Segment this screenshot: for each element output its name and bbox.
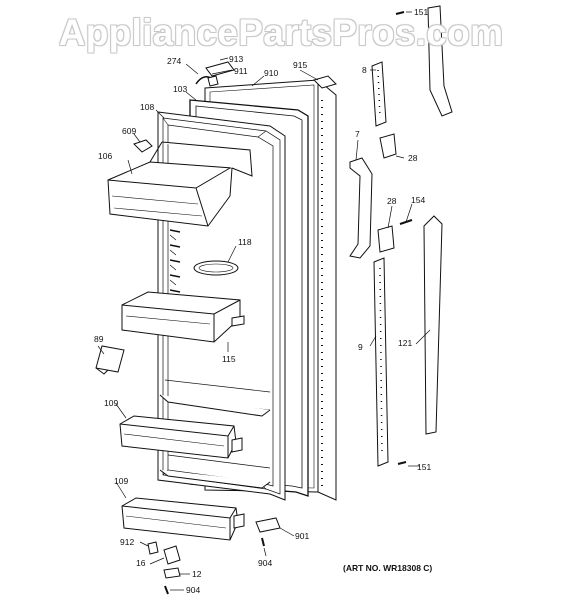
callout-911: 911 [234, 66, 248, 76]
door-bin-109-upper [119, 415, 243, 459]
part-118 [193, 260, 239, 276]
callout-912: 912 [120, 537, 134, 547]
dairy-compartment-106 [107, 141, 253, 227]
door-bin-109-lower [121, 497, 245, 541]
part-89 [95, 345, 125, 373]
callout-103: 103 [173, 84, 187, 94]
callout-915: 915 [293, 60, 307, 70]
callout-12: 12 [192, 569, 202, 579]
part-609 [133, 139, 153, 153]
callout-108: 108 [140, 102, 154, 112]
callout-109b: 109 [114, 476, 128, 486]
part-28-lower [377, 225, 395, 253]
callout-115: 115 [222, 354, 236, 364]
callout-274: 274 [167, 56, 181, 66]
part-28-upper [379, 133, 397, 159]
callout-89: 89 [94, 334, 104, 344]
callout-151a: 151 [414, 7, 428, 17]
part-901 [255, 517, 281, 533]
part-911 [207, 75, 219, 87]
callout-904b: 904 [186, 585, 200, 595]
art-number-label: (ART NO. WR18308 C) [343, 563, 433, 573]
part-12 [163, 567, 181, 579]
callout-labels: 151 913 274 911 910 915 8 103 108 609 10… [94, 7, 431, 595]
callout-901: 901 [295, 531, 309, 541]
callout-609: 609 [122, 126, 136, 136]
callout-8: 8 [362, 65, 367, 75]
part-912 [147, 541, 159, 555]
callout-904a: 904 [258, 558, 272, 568]
callout-151b: 151 [417, 462, 431, 472]
callout-913: 913 [229, 54, 243, 64]
shelf-bin-115 [121, 291, 245, 343]
callout-28a: 28 [408, 153, 418, 163]
handle-7 [349, 157, 373, 259]
part-121 [423, 215, 443, 435]
part-9 [373, 257, 389, 467]
callout-154: 154 [411, 195, 425, 205]
callout-16: 16 [136, 558, 146, 568]
callout-106: 106 [98, 151, 112, 161]
callout-28b: 28 [387, 196, 397, 206]
callout-118: 118 [238, 237, 252, 247]
part-16 [163, 545, 181, 565]
part-913 [205, 61, 235, 77]
trim-strip-upper [427, 5, 453, 117]
callout-109a: 109 [104, 398, 118, 408]
callout-9: 9 [358, 342, 363, 352]
callout-121: 121 [398, 338, 412, 348]
callout-7: 7 [355, 129, 360, 139]
callout-910: 910 [264, 68, 278, 78]
part-915 [313, 75, 337, 89]
